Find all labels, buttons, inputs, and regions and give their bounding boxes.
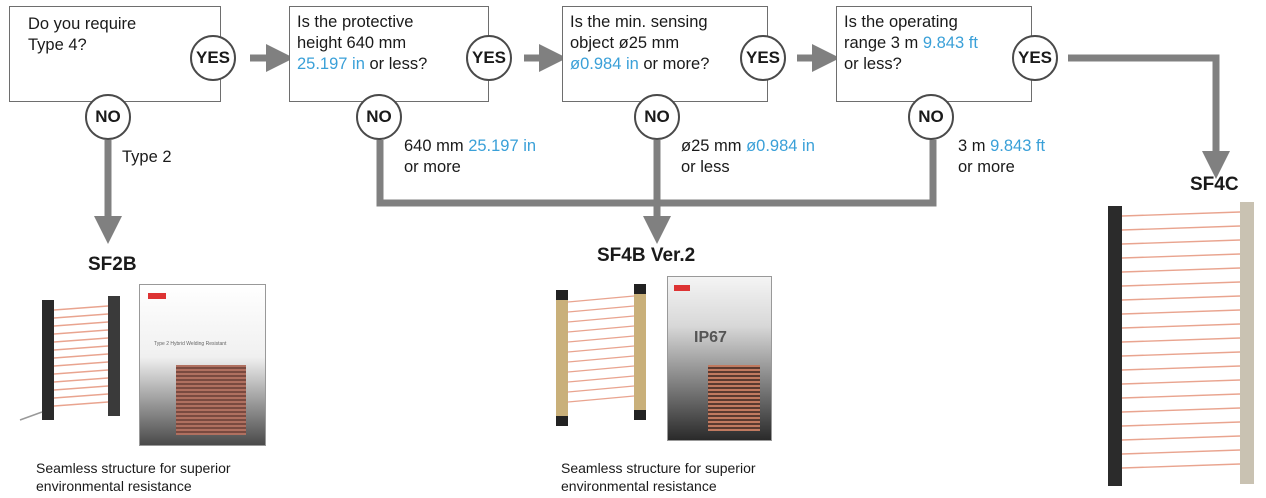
question-3-text: Is the min. sensing object ø25 mm ø0.984… [570,13,710,73]
question-box-3 [562,6,768,102]
sf4b-catalog-badge: IP67 [694,329,727,346]
question-2-text: Is the protective height 640 mm 25.197 i… [297,13,428,73]
no-circle-4: NO [908,94,954,140]
question-box-4 [836,6,1032,102]
yes-circle-4: YES [1012,35,1058,81]
sf4c-light-curtain-image [1108,202,1254,486]
question-box-2 [289,6,489,102]
product-name-sf2b: SF2B [88,254,137,275]
sf4b-light-curtain-image [556,284,646,426]
question-4-text: Is the operating range 3 m 9.843 ft or l… [844,13,978,73]
yes-arrow-q4 [1068,54,1230,179]
sf2b-description: Seamless structure for superior environm… [36,460,231,494]
sf2b-catalog-text: Type 2 Hybrid Welding Resistant [154,341,227,347]
yes-circle-2: YES [466,35,512,81]
question-1-text: Do you require Type 4? [28,15,137,54]
no-label-q4: 3 m 9.843 ft or more [958,137,1046,176]
sf2b-light-curtain-image [19,296,120,421]
no-label-q1: Type 2 [122,148,172,166]
product-name-sf4b: SF4B Ver.2 [597,245,696,266]
no-circle-2: NO [356,94,402,140]
yes-circle-3: YES [740,35,786,81]
sf4b-description: Seamless structure for superior environm… [561,460,756,494]
question-box-1 [9,6,221,102]
sf4b-catalog-image: IP67 [667,276,772,441]
no-circle-1: NO [85,94,131,140]
yes-circle-1: YES [190,35,236,81]
product-name-sf4c: SF4C [1190,174,1239,195]
no-label-q2: 640 mm 25.197 in or more [404,137,537,176]
sf2b-catalog-image: Type 2 Hybrid Welding Resistant [139,284,266,446]
no-circle-3: NO [634,94,680,140]
no-label-q3: ø25 mm ø0.984 in or less [681,137,815,176]
